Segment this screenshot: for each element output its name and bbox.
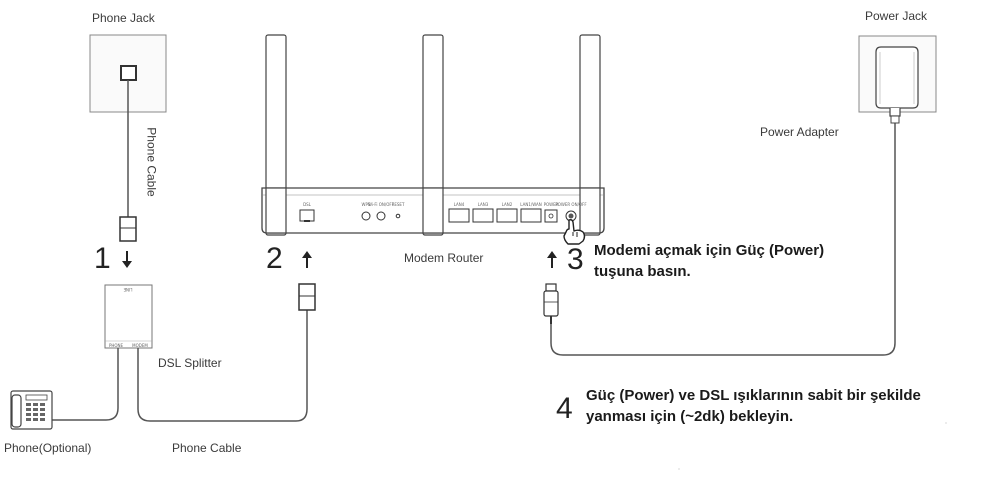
antenna-middle xyxy=(422,34,444,236)
lan3-label: LAN3 xyxy=(478,202,489,207)
splitter-modem-label: MODEM xyxy=(132,343,148,348)
phone-cable-jack-to-splitter xyxy=(119,80,137,242)
pointing-hand-icon xyxy=(563,219,586,245)
lan3-port xyxy=(472,208,494,223)
arrow-down-icon xyxy=(122,251,132,268)
modem-cable-connector xyxy=(298,283,316,311)
dsl-splitter-label: DSL Splitter xyxy=(158,356,222,370)
step-1-number: 1 xyxy=(94,242,111,275)
lan4-label: LAN4 xyxy=(454,202,465,207)
power-button-label: POWER ON/OFF xyxy=(555,202,587,207)
phone-cable-bottom-label: Phone Cable xyxy=(172,441,242,455)
dsl-port-label: DSL xyxy=(303,202,312,207)
step-2-number: 2 xyxy=(266,242,283,275)
splitter-phone-label: PHONE xyxy=(109,343,124,348)
lan2-label: LAN2 xyxy=(502,202,513,207)
power-plug xyxy=(543,283,559,324)
antenna-right xyxy=(579,34,601,236)
lan1-port xyxy=(520,208,542,223)
splitter-line-label: LINE xyxy=(123,287,132,292)
step-4-instruction-line-2: yanması için (~2dk) bekleyin. xyxy=(586,408,794,425)
modem-router: DSL WPS Wi-Fi ON/OFF RESET LAN4 LAN3 LAN… xyxy=(261,34,605,236)
power-cable xyxy=(550,122,896,356)
telephone-icon xyxy=(10,390,53,430)
wifi-button-label: Wi-Fi ON/OFF xyxy=(368,202,395,207)
step-3-instruction: Modemi açmak için Güç (Power) tuşuna bas… xyxy=(594,240,824,282)
wps-button xyxy=(361,211,371,221)
arrow-up-icon xyxy=(302,251,312,268)
power-adapter-label: Power Adapter xyxy=(760,125,839,139)
reset-button xyxy=(395,213,401,219)
modem-router-label: Modem Router xyxy=(404,251,484,265)
lan-ports: LAN4 LAN3 LAN2 LAN1/WAN xyxy=(448,202,542,223)
lan1-label: LAN1/WAN xyxy=(520,202,541,207)
step-3-instruction-line-2: tuşuna basın. xyxy=(594,263,691,280)
reset-button-label: RESET xyxy=(392,202,405,207)
power-port-label: POWER xyxy=(544,202,559,207)
wifi-button xyxy=(376,211,386,221)
step-3-number: 3 xyxy=(567,243,584,276)
power-port xyxy=(544,209,558,223)
wps-button-label: WPS xyxy=(362,202,371,207)
dsl-port xyxy=(299,209,315,222)
phone-optional-label: Phone(Optional) xyxy=(4,441,92,455)
step-3-instruction-line-1: Modemi açmak için Güç (Power) xyxy=(594,242,825,259)
antenna-left xyxy=(265,34,287,236)
power-jack xyxy=(858,35,937,124)
dsl-splitter: LINE PHONE MODEM xyxy=(104,284,153,349)
step-4-instruction: Güç (Power) ve DSL ışıklarının sabit bir… xyxy=(586,385,921,427)
lan4-port xyxy=(448,208,470,223)
arrow-up-power-icon xyxy=(547,251,557,268)
phone-jack-label: Phone Jack xyxy=(92,11,155,25)
step-4-instruction-line-1: Güç (Power) ve DSL ışıklarının sabit bir… xyxy=(586,387,921,404)
phone-cable-splitter-to-phone xyxy=(52,348,119,421)
phone-cable-splitter-to-modem xyxy=(137,309,308,422)
lan2-port xyxy=(496,208,518,223)
step-4-number: 4 xyxy=(556,392,573,425)
power-jack-label: Power Jack xyxy=(865,9,928,23)
